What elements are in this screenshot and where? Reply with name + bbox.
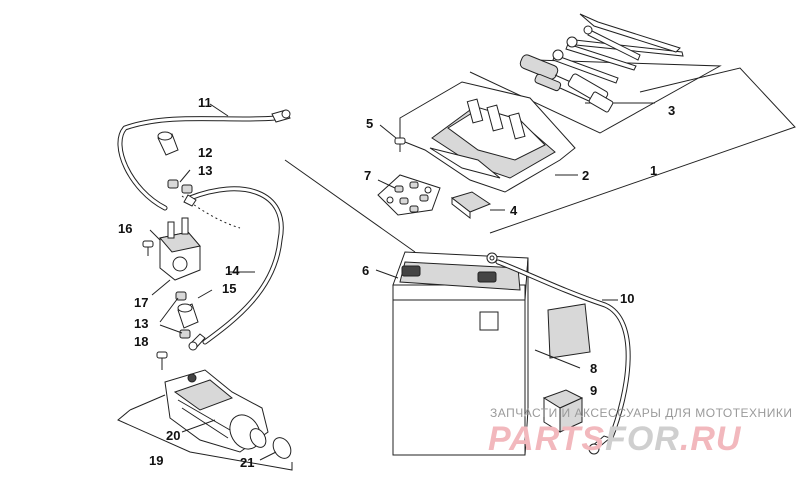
callout-20: 20 — [166, 428, 180, 443]
watermark-logo: PARTSFOR.RU — [488, 420, 742, 458]
watermark-logo-part3: .RU — [680, 420, 742, 458]
callout-11: 11 — [198, 95, 212, 110]
nut-upper — [167, 179, 193, 194]
leader-13b — [159, 297, 179, 323]
tool-tray — [399, 81, 576, 193]
callout-12: 12 — [198, 145, 212, 160]
starter-cable — [183, 186, 284, 351]
battery-cable — [486, 252, 631, 455]
hardware-kit — [377, 174, 441, 216]
foam-pad — [450, 191, 492, 220]
leader-21 — [259, 451, 277, 461]
starter-motor — [164, 369, 269, 453]
starter-bracket — [117, 394, 293, 471]
callout-8: 8 — [590, 361, 597, 376]
watermark-logo-part2: FOR — [605, 420, 680, 458]
foam-block — [542, 389, 584, 433]
leader-15 — [197, 289, 213, 299]
callout-1: 1 — [650, 163, 657, 178]
leader-11 — [209, 103, 229, 117]
leader-20 — [181, 419, 216, 433]
leader-5 — [379, 124, 397, 139]
callout-16: 16 — [118, 221, 132, 236]
callout-21: 21 — [240, 455, 254, 470]
leader-13a — [179, 169, 191, 183]
callout-18: 18 — [134, 334, 148, 349]
leader-16 — [149, 229, 161, 241]
terminal-boot — [157, 131, 179, 156]
leader-17 — [151, 279, 171, 296]
leader-13c — [159, 324, 183, 334]
solenoid-screw — [142, 240, 154, 256]
starter-solenoid — [159, 217, 201, 281]
callout-labels: 1 2 3 4 5 6 7 8 9 10 11 12 13 13 14 15 1… — [118, 95, 675, 470]
callout-15: 15 — [222, 281, 236, 296]
callout-6: 6 — [362, 263, 369, 278]
callout-5: 5 — [366, 116, 373, 131]
battery-pad — [547, 303, 591, 359]
starter-boot — [177, 303, 199, 329]
callout-13-upper: 13 — [198, 163, 212, 178]
callout-13-lower: 13 — [134, 316, 148, 331]
callout-9: 9 — [590, 383, 597, 398]
nut-lower — [175, 291, 191, 339]
callout-19: 19 — [149, 453, 163, 468]
watermark: ЗАПЧАСТИ И АКСЕССУАРЫ ДЛЯ МОТОТЕХНИКИ PA… — [488, 406, 792, 458]
leader-8 — [534, 349, 581, 369]
watermark-logo-part1: PARTS — [488, 420, 605, 458]
battery — [392, 251, 529, 456]
watermark-tagline: ЗАПЧАСТИ И АКСЕССУАРЫ ДЛЯ МОТОТЕХНИКИ — [490, 406, 792, 420]
callout-10: 10 — [620, 291, 634, 306]
callout-7: 7 — [364, 168, 371, 183]
tool-kit — [519, 13, 684, 113]
leader-7 — [377, 179, 396, 189]
positive-cable — [117, 109, 291, 211]
callout-14: 14 — [225, 263, 240, 278]
o-ring — [272, 437, 292, 459]
callout-17: 17 — [134, 295, 148, 310]
callout-3: 3 — [668, 103, 675, 118]
leader-6b — [284, 159, 416, 253]
callout-2: 2 — [582, 168, 589, 183]
leader-6 — [375, 269, 399, 279]
starter-screw — [156, 351, 168, 370]
callout-4: 4 — [510, 203, 518, 218]
tray-screw — [394, 137, 406, 152]
